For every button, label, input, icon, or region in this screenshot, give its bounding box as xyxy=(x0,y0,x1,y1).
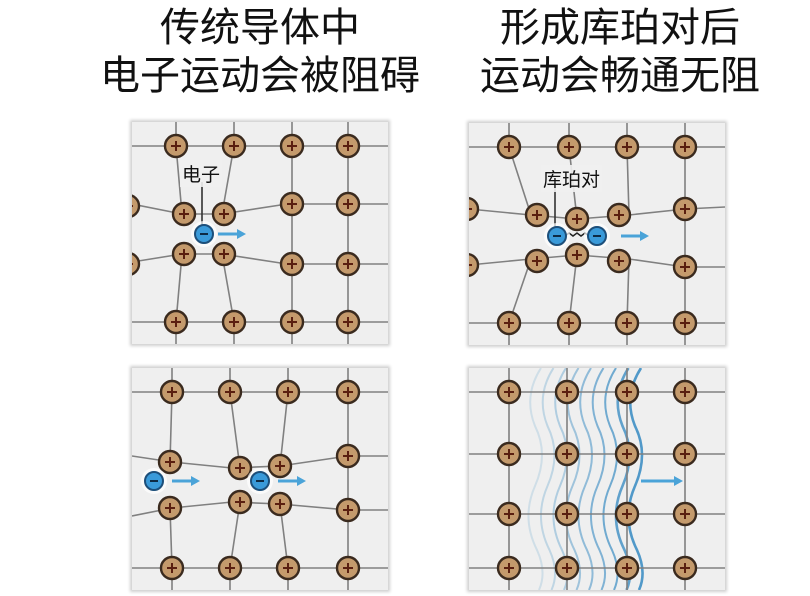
panel-conventional-bottom xyxy=(132,368,388,590)
positive-ion-icon xyxy=(217,555,243,581)
positive-ion-icon xyxy=(606,202,632,228)
positive-ion-icon xyxy=(221,309,247,335)
positive-ion-icon xyxy=(496,501,522,527)
positive-ion-icon xyxy=(524,202,550,228)
positive-ion-icon xyxy=(469,252,480,278)
positive-ion-icon xyxy=(614,555,640,581)
positive-ion-icon xyxy=(614,310,640,336)
motion-arrow-icon xyxy=(172,476,200,486)
positive-ion-icon xyxy=(554,441,580,467)
positive-ion-icon xyxy=(556,134,582,160)
positive-ion-icon xyxy=(672,196,698,222)
positive-ion-icon xyxy=(279,191,305,217)
positive-ion-icon xyxy=(554,379,580,405)
positive-ion-icon xyxy=(159,555,185,581)
positive-ion-icon xyxy=(157,495,183,521)
right-title-line1: 形成库珀对后 xyxy=(500,5,740,51)
positive-ion-icon xyxy=(132,252,141,276)
panel-conventional-top: 电子 xyxy=(132,122,388,344)
positive-ion-icon xyxy=(672,379,698,405)
positive-ion-icon xyxy=(564,242,590,268)
positive-ion-icon xyxy=(496,310,522,336)
positive-ion-icon xyxy=(496,441,522,467)
positive-ion-icon xyxy=(614,134,640,160)
positive-ion-icon xyxy=(556,310,582,336)
left-title-line1: 传统导体中 xyxy=(160,5,360,51)
positive-ion-icon xyxy=(614,379,640,405)
positive-ion-icon xyxy=(279,309,305,335)
positive-ion-icon xyxy=(672,501,698,527)
positive-ion-icon xyxy=(614,501,640,527)
positive-ion-icon xyxy=(171,241,197,267)
positive-ion-icon xyxy=(554,501,580,527)
lattice-diagram xyxy=(469,123,725,345)
positive-ion-icon xyxy=(564,206,590,232)
positive-ion-icon xyxy=(496,379,522,405)
electron-label: 电子 xyxy=(180,160,223,187)
lattice-diagram xyxy=(132,368,388,590)
positive-ion-icon xyxy=(227,455,253,481)
motion-arrow-icon xyxy=(621,231,649,241)
positive-ion-icon xyxy=(335,497,361,523)
right-title-line2: 运动会畅通无阻 xyxy=(480,53,760,99)
positive-ion-icon xyxy=(672,310,698,336)
positive-ion-icon xyxy=(211,241,237,267)
right-title: 形成库珀对后 运动会畅通无阻 xyxy=(430,4,810,100)
positive-ion-icon xyxy=(275,555,301,581)
electron-icon xyxy=(544,223,570,249)
positive-ion-icon xyxy=(469,196,480,222)
positive-ion-icon xyxy=(335,309,361,335)
positive-ion-icon xyxy=(221,133,247,159)
positive-ion-icon xyxy=(335,555,361,581)
positive-ion-icon xyxy=(227,489,253,515)
positive-ion-icon xyxy=(132,194,141,218)
positive-ion-icon xyxy=(672,254,698,280)
positive-ion-icon xyxy=(275,379,301,405)
left-title: 传统导体中 电子运动会被阻碍 xyxy=(50,4,470,100)
motion-arrow-icon xyxy=(218,229,246,239)
lattice-diagram xyxy=(469,368,725,590)
panel-cooper-top: 库珀对 xyxy=(469,123,725,345)
electron-icon xyxy=(584,223,610,249)
cooper-pair-label: 库珀对 xyxy=(541,165,603,192)
positive-ion-icon xyxy=(614,441,640,467)
positive-ion-icon xyxy=(267,453,293,479)
positive-ion-icon xyxy=(163,309,189,335)
electron-icon xyxy=(247,468,273,494)
positive-ion-icon xyxy=(163,133,189,159)
positive-ion-icon xyxy=(279,133,305,159)
lattice-diagram xyxy=(132,122,388,344)
positive-ion-icon xyxy=(672,134,698,160)
positive-ion-icon xyxy=(217,379,243,405)
electron-icon xyxy=(191,221,217,247)
positive-ion-icon xyxy=(672,555,698,581)
left-title-line2: 电子运动会被阻碍 xyxy=(100,53,420,99)
positive-ion-icon xyxy=(606,248,632,274)
positive-ion-icon xyxy=(157,449,183,475)
positive-ion-icon xyxy=(335,133,361,159)
panel-cooper-bottom xyxy=(469,368,725,590)
positive-ion-icon xyxy=(335,251,361,277)
positive-ion-icon xyxy=(335,443,361,469)
positive-ion-icon xyxy=(159,379,185,405)
positive-ion-icon xyxy=(279,251,305,277)
motion-arrow-icon xyxy=(641,476,683,486)
positive-ion-icon xyxy=(524,248,550,274)
positive-ion-icon xyxy=(171,201,197,227)
electron-icon xyxy=(141,468,167,494)
positive-ion-icon xyxy=(335,379,361,405)
positive-ion-icon xyxy=(496,555,522,581)
positive-ion-icon xyxy=(335,191,361,217)
positive-ion-icon xyxy=(267,491,293,517)
positive-ion-icon xyxy=(672,441,698,467)
positive-ion-icon xyxy=(496,134,522,160)
positive-ion-icon xyxy=(211,201,237,227)
positive-ion-icon xyxy=(554,555,580,581)
motion-arrow-icon xyxy=(278,476,306,486)
